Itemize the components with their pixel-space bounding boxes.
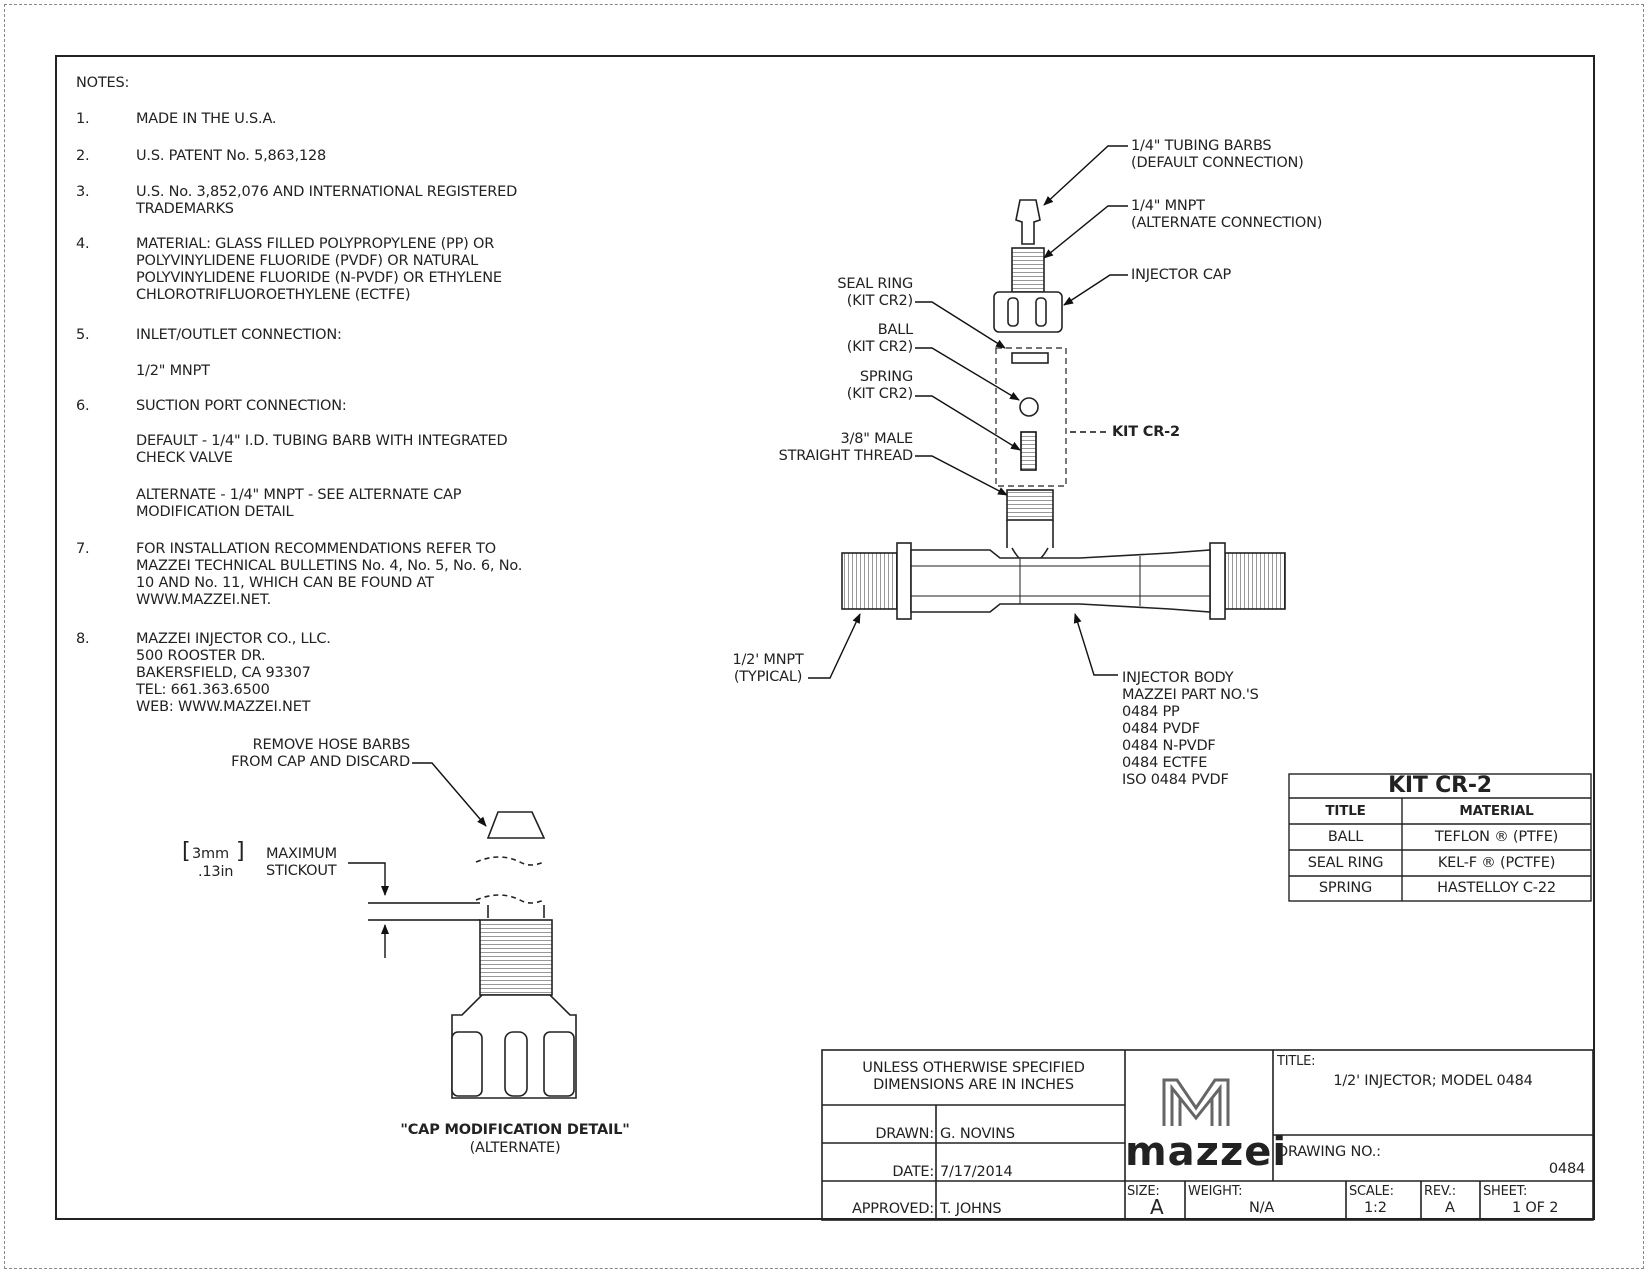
detail-stickout-label: MAXIMUM STICKOUT (266, 846, 337, 879)
callout-tubing-barbs: 1/4" TUBING BARBS (DEFAULT CONNECTION) (1131, 138, 1304, 171)
note-text: FOR INSTALLATION RECOMMENDATIONS REFER T… (136, 541, 523, 608)
detail-stickout-mm: 3mm (192, 846, 229, 862)
leader-lines (808, 145, 1128, 679)
mazzei-logo-text: mazzei (1125, 1129, 1288, 1175)
kit-table-header: MATERIAL (1459, 803, 1534, 819)
detail-remove-barbs: REMOVE HOSE BARBS FROM CAP AND DISCARD (231, 737, 410, 770)
approved-label: APPROVED: (852, 1201, 934, 1217)
callout-half-mnpt: 1/2' MNPT (TYPICAL) (732, 652, 804, 685)
note-text: MAZZEI INJECTOR CO., LLC. 500 ROOSTER DR… (136, 631, 331, 715)
seal-ring (1011, 352, 1049, 364)
kit-table-title: KIT CR-2 (1388, 773, 1492, 798)
kit-cr2-box (995, 347, 1067, 487)
title-block-spec: UNLESS OTHERWISE SPECIFIED DIMENSIONS AR… (862, 1060, 1085, 1093)
note-number: 4. (76, 236, 90, 252)
note-text: U.S. No. 3,852,076 AND INTERNATIONAL REG… (136, 184, 518, 217)
note-number: 2. (76, 148, 90, 164)
quarter-mnpt-thread (1011, 247, 1045, 293)
detail-bracket-open: [ (182, 839, 191, 864)
note-number: 8. (76, 631, 90, 647)
note-number: 1. (76, 111, 90, 127)
callout-ball: BALL (KIT CR2) (846, 322, 913, 355)
callout-injector-body: INJECTOR BODY MAZZEI PART NO.'S 0484 PP … (1122, 670, 1259, 788)
note-text: 1/2" MNPT (136, 363, 210, 379)
callout-kit-label: KIT CR-2 (1112, 424, 1180, 440)
page-border (4, 4, 1644, 1269)
note-text: INLET/OUTLET CONNECTION: (136, 327, 342, 343)
kit-table-cell: TEFLON ® (PTFE) (1434, 829, 1559, 845)
injector-assembly (841, 199, 1286, 620)
size-value: A (1150, 1195, 1164, 1219)
note-number: 7. (76, 541, 90, 557)
straight-thread (1006, 489, 1054, 521)
drawing-frame (55, 55, 1595, 1220)
approved-value: T. JOHNS (940, 1201, 1002, 1217)
rev-value: A (1445, 1200, 1455, 1216)
date-label: DATE: (892, 1164, 934, 1180)
spring (1020, 431, 1037, 471)
note-text: U.S. PATENT No. 5,863,128 (136, 148, 327, 164)
drawing-no-value: 0484 (1548, 1161, 1585, 1177)
title-value: 1/2' INJECTOR; MODEL 0484 (1333, 1073, 1533, 1089)
injector-body (841, 542, 1286, 620)
title-block-grid (821, 1049, 1594, 1221)
weight-value: N/A (1249, 1200, 1275, 1216)
detail-subtitle: (ALTERNATE) (469, 1140, 561, 1156)
kit-table-cell: BALL (1327, 829, 1364, 845)
weight-label: WEIGHT: (1188, 1184, 1243, 1199)
detail-title: "CAP MODIFICATION DETAIL" (400, 1122, 630, 1138)
callout-seal-ring: SEAL RING (KIT CR2) (837, 276, 913, 309)
callout-straight-thread: 3/8" MALE STRAIGHT THREAD (778, 431, 914, 464)
kit-table-cell: SPRING (1318, 880, 1373, 896)
kit-table-cell: HASTELLOY C-22 (1437, 880, 1556, 896)
kit-table-cell: SEAL RING (1307, 855, 1384, 871)
drawn-value: G. NOVINS (940, 1126, 1015, 1142)
kit-table-header: TITLE (1325, 803, 1366, 819)
note-number: 6. (76, 398, 90, 414)
callout-spring: SPRING (KIT CR2) (846, 369, 913, 402)
size-label: SIZE: (1127, 1184, 1160, 1199)
drawing-no-label: DRAWING NO.: (1277, 1144, 1381, 1160)
note-number: 5. (76, 327, 90, 343)
ball (1019, 397, 1039, 417)
sheet-value: 1 OF 2 (1512, 1200, 1559, 1216)
scale-value: 1:2 (1364, 1200, 1387, 1216)
tubing-barb (1015, 199, 1041, 245)
note-text: MADE IN THE U.S.A. (136, 111, 277, 127)
note-number: 3. (76, 184, 90, 200)
detail-bracket-close: ] (236, 839, 245, 864)
title-label: TITLE: (1277, 1054, 1316, 1069)
scale-label: SCALE: (1349, 1184, 1394, 1199)
note-text: SUCTION PORT CONNECTION: (136, 398, 347, 414)
drawn-label: DRAWN: (875, 1126, 934, 1142)
cap-detail-leaders (348, 762, 487, 958)
note-text: DEFAULT - 1/4" I.D. TUBING BARB WITH INT… (136, 433, 508, 466)
kit-table-cell: KEL-F ® (PCTFE) (1437, 855, 1556, 871)
cap-detail-drawing (451, 811, 577, 1099)
detail-stickout-in: .13in (198, 864, 234, 880)
date-value: 7/17/2014 (940, 1164, 1013, 1180)
callout-injector-cap: INJECTOR CAP (1131, 267, 1232, 283)
note-text: ALTERNATE - 1/4" MNPT - SEE ALTERNATE CA… (136, 487, 462, 520)
injector-cap (993, 291, 1063, 333)
rev-label: REV.: (1424, 1184, 1456, 1199)
mazzei-logo-mark (1162, 1078, 1230, 1126)
note-text: MATERIAL: GLASS FILLED POLYPROPYLENE (PP… (136, 236, 502, 303)
notes-heading: NOTES: (76, 75, 130, 91)
sheet-label: SHEET: (1483, 1184, 1528, 1199)
kit-table-grid (1288, 773, 1592, 902)
callout-quarter-mnpt: 1/4" MNPT (ALTERNATE CONNECTION) (1131, 198, 1323, 231)
